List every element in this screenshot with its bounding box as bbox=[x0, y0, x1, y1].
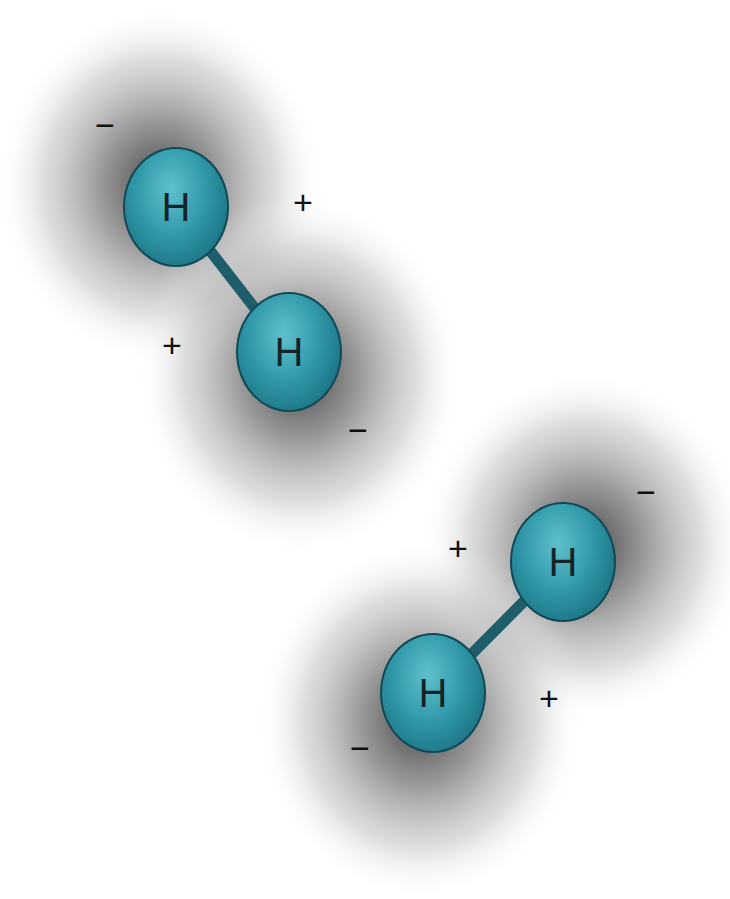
covalent-bond bbox=[205, 245, 259, 315]
hydrogen-atom: H bbox=[123, 147, 229, 267]
bond-line bbox=[466, 595, 530, 659]
charge-sign: + bbox=[293, 185, 313, 219]
charge-sign: − bbox=[350, 731, 370, 765]
hydrogen-atom: H bbox=[380, 633, 486, 753]
charge-sign: + bbox=[539, 681, 559, 715]
atom-symbol: H bbox=[162, 187, 191, 227]
charge-sign: − bbox=[95, 108, 115, 142]
charge-sign: + bbox=[448, 531, 468, 565]
atom-symbol: H bbox=[275, 332, 304, 372]
covalent-bond bbox=[466, 595, 530, 659]
charge-sign: − bbox=[348, 413, 368, 447]
atom-symbol: H bbox=[549, 542, 578, 582]
hydrogen-atom: H bbox=[236, 292, 342, 412]
charge-sign: − bbox=[636, 475, 656, 509]
bond-line bbox=[205, 245, 259, 315]
charge-sign: + bbox=[162, 328, 182, 362]
hydrogen-atom: H bbox=[510, 502, 616, 622]
atom-symbol: H bbox=[419, 673, 448, 713]
